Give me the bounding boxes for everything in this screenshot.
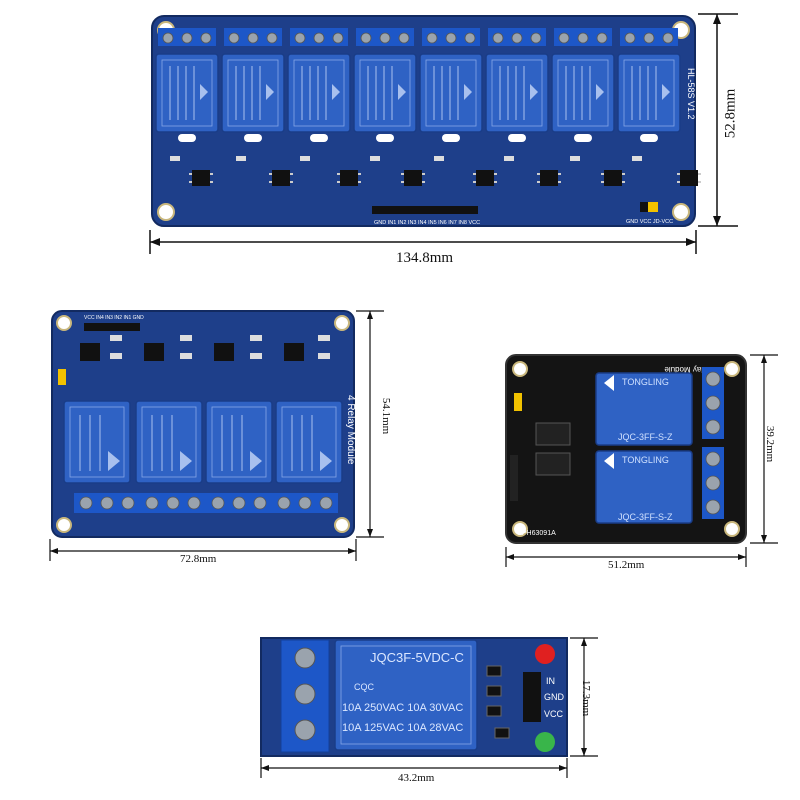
one-height-dimension <box>570 637 598 757</box>
two-relay2-brand: TONGLING <box>622 455 669 465</box>
one-pin-in: IN <box>546 676 555 686</box>
two-relay1-brand: TONGLING <box>622 377 669 387</box>
one-relay-board-image <box>260 637 568 778</box>
four-relay-board-image: VCC IN4 IN3 IN2 IN1 GND 4 Relay Module <box>49 310 384 561</box>
four-height-label: 54.1mm <box>380 397 393 435</box>
eight-height-label: 52.8mm <box>722 88 739 139</box>
two-relay-board-image: 2 Relay Module <box>505 354 778 567</box>
one-cert-label: CQC <box>354 682 374 692</box>
one-relay-model: JQC3F-5VDC-C <box>370 650 464 665</box>
one-rating-line1: 10A 250VAC 10A 30VAC <box>342 702 464 714</box>
two-relay1-model: JQC-3FF-S-Z <box>618 432 673 442</box>
four-header-label: VCC IN4 IN3 IN2 IN1 GND <box>84 315 144 321</box>
eight-header-label: GND IN1 IN2 IN3 IN4 IN5 IN6 IN7 IN8 VCC <box>374 220 480 226</box>
eight-jumper-label: GND VCC JD-VCC <box>626 219 673 225</box>
eight-model-label: HL-58S V1.2 <box>686 68 696 120</box>
two-part-number: 2PH63091A <box>518 530 556 537</box>
one-pin-gnd: GND <box>544 692 564 702</box>
four-width-label: 72.8mm <box>180 553 217 565</box>
two-height-label: 39.2mm <box>764 425 777 463</box>
four-module-label: 4 Relay Module <box>345 395 356 465</box>
eight-relay-board-image: HL-58S V1.2 GND IN1 IN2 IN3 IN4 IN5 IN6 … <box>149 13 738 254</box>
two-module-label: 2 Relay Module <box>664 365 720 374</box>
one-rating-line2: 10A 125VAC 10A 28VAC <box>342 722 464 734</box>
two-relay2-model: JQC-3FF-S-Z <box>618 512 673 522</box>
two-width-label: 51.2mm <box>608 559 645 571</box>
one-width-label: 43.2mm <box>398 772 435 784</box>
eight-width-label: 134.8mm <box>396 250 454 266</box>
one-pin-vcc: VCC <box>544 709 564 719</box>
